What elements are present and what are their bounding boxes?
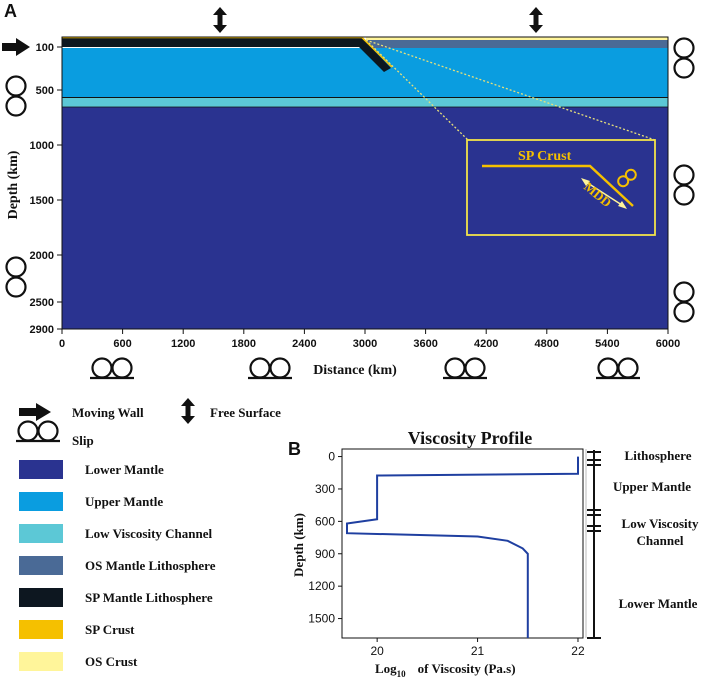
panel-a-x-tick-label: 3600 <box>413 338 437 350</box>
legend: Moving Wall Free Surface Slip Lower Mant… <box>14 398 281 671</box>
legend-swatch <box>19 588 63 607</box>
panel-a-x-tick-label: 3000 <box>353 338 377 350</box>
panel-a-x-tick-label: 4200 <box>474 338 498 350</box>
lower-mantle-layer <box>62 107 668 329</box>
panel-a-y-axis-label: Depth (km) <box>6 150 21 219</box>
slip-icon-bottom-4 <box>594 357 642 380</box>
layer-label-lithosphere: Lithosphere <box>625 448 692 463</box>
slip-icon-bottom-2 <box>246 357 294 380</box>
panel-b-y-tick-label: 300 <box>315 482 335 496</box>
panel-b-title: Viscosity Profile <box>408 428 532 448</box>
legend-slip-icon <box>14 420 62 443</box>
free-surface-arrow-icon-left <box>213 7 227 33</box>
slip-icon-left-top <box>5 75 27 117</box>
panel-b-frame <box>341 448 584 639</box>
panel-b-y-tick-label: 1500 <box>308 612 335 626</box>
panel-a-x-tick-label: 600 <box>113 338 131 350</box>
legend-swatch <box>19 620 63 639</box>
slip-icon-left-bottom <box>5 256 27 298</box>
upper-mantle-layer <box>62 48 668 98</box>
layer-label-low-viscosity-line2: Channel <box>637 533 684 548</box>
zoom-line-top <box>365 39 656 141</box>
layer-label-lower-mantle: Lower Mantle <box>619 596 698 611</box>
panel-a-y-tick-label: 1000 <box>30 140 54 152</box>
panel-b-x-tick-label: 22 <box>571 644 585 658</box>
panel-a-y-tick-label: 2000 <box>30 250 54 262</box>
slip-icon-bottom-3 <box>441 357 489 380</box>
viscosity-profile-line <box>346 456 579 638</box>
slip-icon-right-middle <box>673 164 695 206</box>
legend-free-surface-icon <box>181 398 195 424</box>
inset-slab-shadow <box>482 166 635 208</box>
panel-a-y-tick-label: 2500 <box>30 297 54 309</box>
panel-a-x-tick-label: 4800 <box>535 338 559 350</box>
panel-a-y-ticks: 100 500 1000 1500 2000 2500 2900 <box>30 42 62 336</box>
legend-item-label: SP Mantle Lithosphere <box>85 590 213 605</box>
moving-wall-arrow-icon <box>2 38 30 56</box>
panel-b-x-ticks: 20 21 22 <box>370 638 585 658</box>
panel-a-x-tick-label: 2400 <box>292 338 316 350</box>
panel-b-y-ticks: 0 300 600 900 1200 1500 <box>308 450 342 626</box>
slip-icon-bottom-1 <box>88 357 136 380</box>
layer-scale-bar <box>587 450 601 639</box>
panel-b-x-tick-label: 21 <box>471 644 485 658</box>
panel-b-y-axis-label: Depth (km) <box>291 513 306 577</box>
panel-a-x-tick-label: 1800 <box>232 338 256 350</box>
panel-b-y-tick-label: 1200 <box>308 579 335 593</box>
inset-frame <box>466 139 656 236</box>
os-mantle-lithosphere-layer <box>366 40 668 48</box>
low-viscosity-channel-layer <box>62 98 668 107</box>
inset-mdd-arrow <box>581 178 627 209</box>
panel-a-x-tick-label: 1200 <box>171 338 195 350</box>
layer-label-low-viscosity-line1: Low Viscosity <box>622 516 699 531</box>
legend-slip-label: Slip <box>72 433 94 448</box>
inset-sp-crust-label: SP Crust <box>518 149 572 164</box>
panel-a-x-ticks: 0 600 1200 1800 2400 3000 3600 4200 4800 5400 6000 <box>59 329 680 350</box>
model-domain <box>61 36 669 330</box>
panel-a-y-tick-label: 100 <box>36 42 54 54</box>
legend-swatch <box>19 556 63 575</box>
inset-slip-icon <box>617 168 637 188</box>
panel-a-y-tick-label: 1500 <box>30 195 54 207</box>
legend-moving-wall-icon <box>19 403 51 421</box>
legend-item-label: Lower Mantle <box>85 462 164 477</box>
legend-swatch <box>19 492 63 511</box>
legend-swatch <box>19 652 63 671</box>
free-surface-arrow-icon-right <box>529 7 543 33</box>
panel-a-y-tick-label: 2900 <box>30 324 54 336</box>
legend-item-label: OS Crust <box>85 654 138 669</box>
panel-b-x-tick-label: 20 <box>370 644 384 658</box>
inset-crust-line <box>482 164 634 207</box>
legend-item-label: SP Crust <box>85 622 135 637</box>
panel-a-x-tick-label: 6000 <box>656 338 680 350</box>
legend-moving-wall-label: Moving Wall <box>72 405 144 420</box>
legend-item-label: Low Viscosity Channel <box>85 526 213 541</box>
panel-a-x-axis-label: Distance (km) <box>313 363 397 378</box>
panel-b-y-tick-label: 0 <box>328 450 335 464</box>
panel-a-label: A <box>4 1 17 21</box>
panel-a-x-tick-label: 0 <box>59 338 65 350</box>
sp-mantle-lithosphere-slab <box>62 38 391 72</box>
inset-box: SP Crust MDD <box>466 139 656 236</box>
os-crust-layer <box>366 37 668 40</box>
slip-icon-right-bottom <box>673 281 695 323</box>
panel-b-y-tick-label: 900 <box>315 547 335 561</box>
panel-a-x-tick-label: 5400 <box>595 338 619 350</box>
legend-free-surface-label: Free Surface <box>210 405 281 420</box>
panel-b-y-tick-label: 600 <box>315 514 335 528</box>
panel-a-y-tick-label: 500 <box>36 85 54 97</box>
legend-item-label: Upper Mantle <box>85 494 163 509</box>
layer-label-upper-mantle: Upper Mantle <box>613 479 691 494</box>
legend-swatch <box>19 524 63 543</box>
legend-item-label: OS Mantle Lithosphere <box>85 558 216 573</box>
panel-b-label: B <box>288 439 301 459</box>
legend-swatch <box>19 460 63 479</box>
slip-icon-right-top <box>673 37 695 79</box>
